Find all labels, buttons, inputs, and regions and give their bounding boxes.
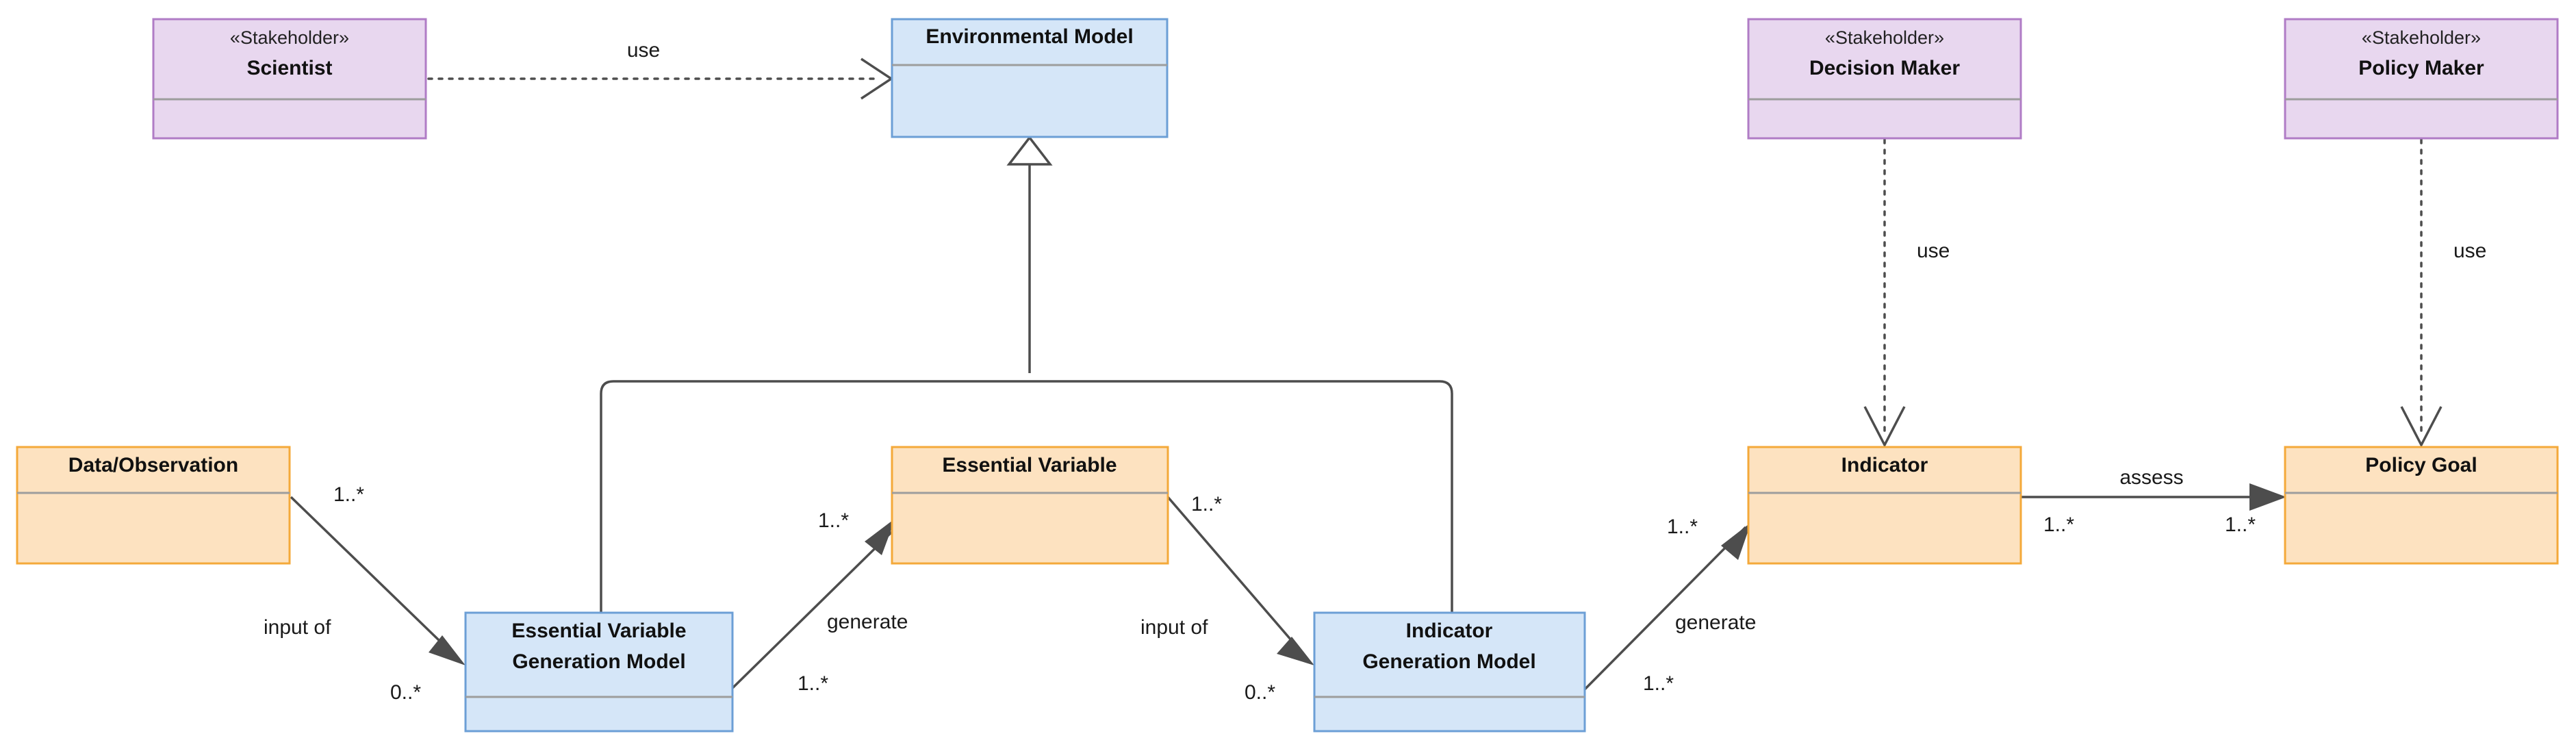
- node-environmental-model[interactable]: Environmental Model: [891, 18, 1169, 138]
- node-decision-maker[interactable]: «Stakeholder» Decision Maker: [1747, 18, 2022, 140]
- edge-label-igm-generate: generate: [1675, 611, 1756, 634]
- indicator-name: Indicator: [1841, 454, 1928, 476]
- decision-maker-name: Decision Maker: [1809, 57, 1960, 79]
- edge-evgm-generate-ev: [728, 518, 902, 693]
- policy-maker-name: Policy Maker: [2358, 57, 2484, 79]
- edge-policy-maker-use: [2400, 138, 2443, 448]
- policy-maker-stereotype: «Stakeholder»: [2362, 27, 2481, 48]
- policy-goal-name: Policy Goal: [2365, 454, 2477, 476]
- ev-generation-model-name-line1: Essential Variable: [511, 620, 686, 642]
- edge-decision-maker-use: [1863, 138, 1906, 448]
- edge-label-data-input-of: input of: [264, 616, 331, 639]
- node-indicator[interactable]: Indicator: [1747, 446, 2022, 565]
- edge-label-evgm-generate: generate: [827, 611, 908, 633]
- mult-igm-generate-source: 1..*: [1643, 672, 1674, 695]
- mult-data-input-of-target: 0..*: [390, 681, 421, 704]
- edge-label-decision-maker-use: use: [1917, 240, 1950, 262]
- environmental-model-name: Environmental Model: [926, 25, 1133, 48]
- edge-label-scientist-use: use: [627, 39, 660, 62]
- mult-igm-generate-target: 1..*: [1667, 515, 1698, 538]
- node-policy-goal[interactable]: Policy Goal: [2284, 446, 2559, 565]
- mult-ev-input-of-target: 0..*: [1245, 681, 1275, 704]
- edge-label-policy-maker-use: use: [2453, 240, 2486, 262]
- edge-indicator-assess-goal: [2022, 483, 2286, 511]
- edge-scientist-use: [427, 58, 894, 100]
- mult-evgm-generate-source: 1..*: [798, 672, 828, 695]
- scientist-stereotype: «Stakeholder»: [230, 27, 349, 48]
- node-indicator-generation-model[interactable]: Indicator Generation Model: [1313, 611, 1586, 733]
- mult-data-input-of-source: 1..*: [333, 483, 364, 506]
- mult-indicator-assess-source: 1..*: [2043, 513, 2074, 536]
- node-policy-maker[interactable]: «Stakeholder» Policy Maker: [2284, 18, 2559, 140]
- scientist-name: Scientist: [246, 57, 332, 79]
- edge-igm-generate-indicator: [1581, 522, 1751, 693]
- node-ev-generation-model[interactable]: Essential Variable Generation Model: [464, 611, 734, 733]
- edge-generalization-tree: [600, 136, 1453, 613]
- essential-variable-name: Essential Variable: [942, 454, 1117, 476]
- decision-maker-stereotype: «Stakeholder»: [1825, 27, 1944, 48]
- data-observation-name: Data/Observation: [68, 454, 238, 476]
- edge-data-input-of-evgm: [290, 496, 466, 665]
- edge-ev-input-of-igm: [1166, 496, 1314, 665]
- mult-evgm-generate-target: 1..*: [818, 509, 849, 532]
- node-scientist[interactable]: «Stakeholder» Scientist: [152, 18, 427, 140]
- indicator-generation-model-name-line2: Generation Model: [1362, 650, 1535, 673]
- mult-indicator-assess-target: 1..*: [2225, 513, 2256, 536]
- indicator-generation-model-name-line1: Indicator: [1406, 620, 1493, 642]
- edge-label-ev-input-of: input of: [1140, 616, 1208, 639]
- mult-ev-input-of-source: 1..*: [1191, 493, 1222, 515]
- edge-label-indicator-assess: assess: [2119, 466, 2183, 489]
- ev-generation-model-name-line2: Generation Model: [512, 650, 685, 673]
- node-data-observation[interactable]: Data/Observation: [16, 446, 291, 565]
- node-essential-variable[interactable]: Essential Variable: [891, 446, 1169, 565]
